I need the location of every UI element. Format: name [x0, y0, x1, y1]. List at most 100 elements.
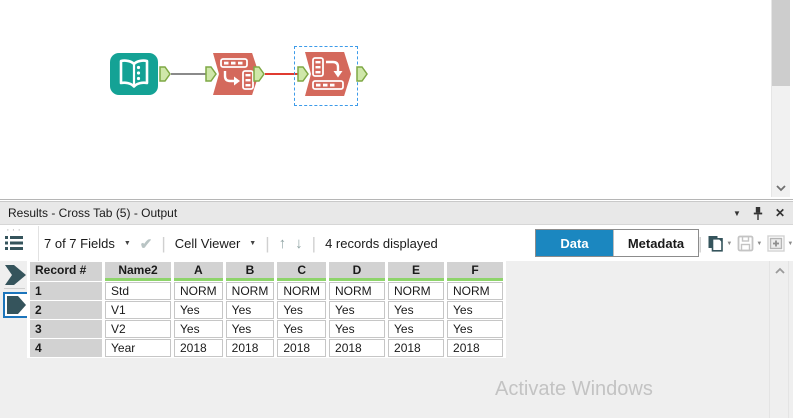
output-connection-anchor-button-selected[interactable] [3, 292, 29, 318]
data-cell[interactable]: 2018 [388, 339, 445, 357]
column-header-f[interactable]: F [447, 262, 504, 281]
output-anchor[interactable] [159, 66, 171, 82]
record-number-cell[interactable]: 2 [30, 301, 102, 319]
results-toolbar: ··· 7 of 7 Fields ▼ ✔ | Cell Viewer ▼ | … [0, 224, 793, 261]
data-cell[interactable]: Yes [225, 320, 275, 338]
record-number-cell[interactable]: 1 [30, 282, 102, 300]
input-data-tool[interactable] [110, 53, 158, 95]
data-cell[interactable]: Year [105, 339, 171, 357]
record-number-cell[interactable]: 4 [30, 339, 102, 357]
data-cell[interactable]: NORM [174, 282, 223, 300]
data-cell[interactable]: NORM [225, 282, 275, 300]
data-cell[interactable]: Yes [388, 320, 445, 338]
data-cell[interactable]: 2018 [447, 339, 504, 357]
tab-data[interactable]: Data [536, 230, 613, 256]
column-header-e[interactable]: E [388, 262, 445, 281]
chevron-down-icon[interactable]: ▼ [249, 240, 257, 247]
data-cell[interactable]: V2 [105, 320, 171, 338]
data-cell[interactable]: Yes [388, 301, 445, 319]
data-cell[interactable]: 2018 [277, 339, 327, 357]
data-cell[interactable]: 2018 [329, 339, 386, 357]
column-header-a[interactable]: A [174, 262, 223, 281]
data-cell[interactable]: Yes [329, 301, 386, 319]
toolbar-separator: | [161, 233, 166, 253]
panel-menu-caret-icon[interactable]: ▼ [733, 208, 741, 218]
data-metadata-tabs: Data Metadata [535, 229, 699, 257]
close-icon[interactable]: ✕ [774, 206, 785, 220]
data-cell[interactable]: NORM [329, 282, 386, 300]
chevron-down-icon[interactable]: ▼ [726, 240, 733, 247]
results-panel-title: Results - Cross Tab (5) - Output [8, 206, 178, 220]
data-cell[interactable]: V1 [105, 301, 171, 319]
chevron-down-icon[interactable]: ▼ [787, 240, 793, 247]
data-cell[interactable]: Yes [277, 320, 327, 338]
data-cell[interactable]: Yes [329, 320, 386, 338]
toolbar-separator: | [698, 233, 703, 253]
input-anchor[interactable] [297, 66, 309, 82]
column-header-d[interactable]: D [329, 262, 386, 281]
save-button[interactable]: ▼ [737, 235, 762, 252]
connection-wire-gray[interactable] [171, 73, 207, 75]
data-cell[interactable]: Yes [447, 320, 504, 338]
field-list-menu-icon[interactable] [5, 235, 23, 251]
column-header-b[interactable]: B [225, 262, 275, 281]
canvas-scrollbar[interactable] [771, 0, 790, 197]
chevron-down-icon[interactable]: ▼ [756, 240, 763, 247]
input-connection-anchor-button[interactable] [4, 264, 28, 286]
tab-metadata[interactable]: Metadata [613, 230, 698, 256]
chevron-down-icon[interactable]: ▼ [123, 240, 131, 247]
column-header-name2[interactable]: Name2 [105, 262, 171, 281]
results-scrollbar[interactable] [769, 261, 789, 418]
scrollbar-thumb[interactable] [772, 0, 790, 86]
drag-handle-dots-icon: ··· [6, 224, 23, 236]
cross-tab-tool[interactable] [305, 52, 351, 96]
data-cell[interactable]: 2018 [225, 339, 275, 357]
scroll-up-icon[interactable] [772, 265, 788, 277]
data-cell[interactable]: NORM [447, 282, 504, 300]
prev-record-arrow-icon[interactable]: ↑ [278, 235, 287, 252]
data-cell[interactable]: Yes [447, 301, 504, 319]
toolbar-separator: | [265, 233, 270, 253]
output-anchor[interactable] [356, 66, 368, 82]
results-panel-titlebar: Results - Cross Tab (5) - Output ▼ ✕ [0, 201, 793, 225]
transpose-icon [220, 58, 254, 90]
data-cell[interactable]: Yes [174, 301, 223, 319]
output-anchor[interactable] [253, 66, 265, 82]
transpose-tool[interactable] [213, 53, 259, 95]
next-record-arrow-icon[interactable]: ↓ [295, 235, 303, 252]
data-cell[interactable]: Yes [277, 301, 327, 319]
workflow-canvas[interactable] [0, 0, 793, 200]
copy-button[interactable]: ▼ [707, 235, 732, 252]
data-cell[interactable]: Yes [174, 320, 223, 338]
cross-tab-icon [312, 57, 344, 90]
anchor-divider [4, 288, 25, 289]
connection-wire-red[interactable] [265, 73, 299, 75]
scroll-down-icon[interactable] [773, 181, 789, 195]
new-window-button[interactable]: ▼ [767, 235, 793, 252]
cell-viewer-dropdown[interactable]: Cell Viewer [174, 236, 241, 251]
data-cell[interactable]: NORM [388, 282, 445, 300]
fields-dropdown[interactable]: 7 of 7 Fields [44, 236, 115, 251]
data-cell[interactable]: Yes [225, 301, 275, 319]
data-cell[interactable]: NORM [277, 282, 327, 300]
record-number-cell[interactable]: 3 [30, 320, 102, 338]
apply-check-icon[interactable]: ✔ [139, 235, 153, 253]
data-cell[interactable]: 2018 [174, 339, 223, 357]
input-anchor[interactable] [205, 66, 217, 82]
toolbar-separator: | [311, 233, 317, 253]
save-icon [737, 235, 754, 252]
pin-icon[interactable] [753, 206, 763, 221]
data-cell[interactable]: Std [105, 282, 171, 300]
column-header-record-[interactable]: Record # [30, 262, 102, 281]
book-icon [119, 59, 149, 88]
column-header-c[interactable]: C [277, 262, 327, 281]
output-anchor-icon [6, 296, 26, 314]
